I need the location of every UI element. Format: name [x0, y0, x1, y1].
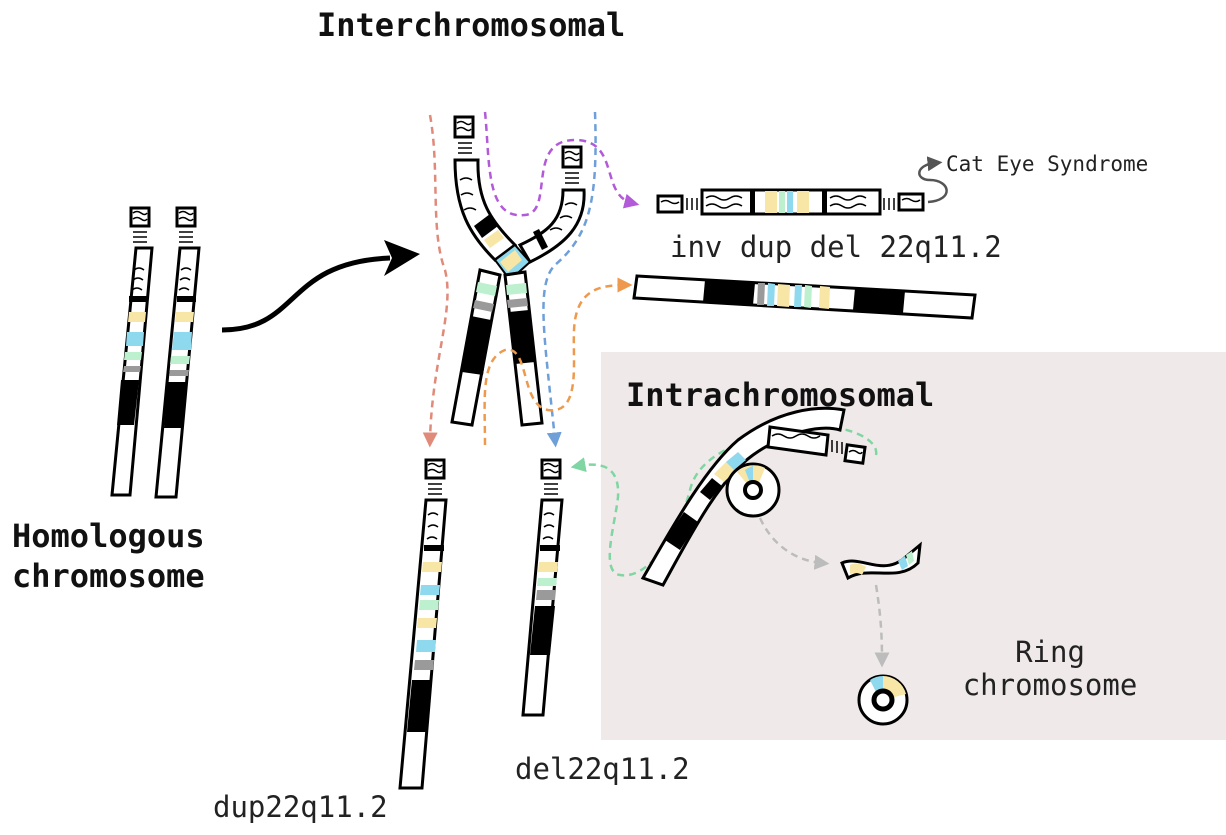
interchromosomal-title: Interchromosomal — [317, 6, 625, 44]
homologous-chromosome-title: Homologous chromosome — [12, 516, 272, 596]
inv-dup-del-chromosome — [658, 190, 923, 214]
homologous-chromosome-2 — [156, 208, 199, 497]
red-dashed-path — [430, 115, 448, 440]
del-label: del22q11.2 — [515, 752, 690, 786]
transition-arrow — [222, 258, 390, 330]
dup-chromosome — [400, 460, 446, 788]
homologous-chromosome-1 — [112, 208, 152, 495]
intrachromosomal-title: Intrachromosomal — [626, 376, 934, 414]
del-chromosome — [523, 460, 562, 715]
ring-chromosome-graphic — [859, 676, 907, 724]
ring-chromosome-label: Ring chromosome — [940, 636, 1160, 702]
inv-dup-del-label: inv dup del 22q11.2 — [670, 230, 1002, 264]
crossing-chromosomes — [452, 117, 584, 425]
rearranged-chromosome — [634, 276, 975, 318]
dup-label: dup22q11.2 — [213, 790, 388, 824]
purple-dashed-path — [485, 112, 632, 215]
cat-eye-syndrome-label: Cat Eye Syndrome — [946, 152, 1148, 176]
